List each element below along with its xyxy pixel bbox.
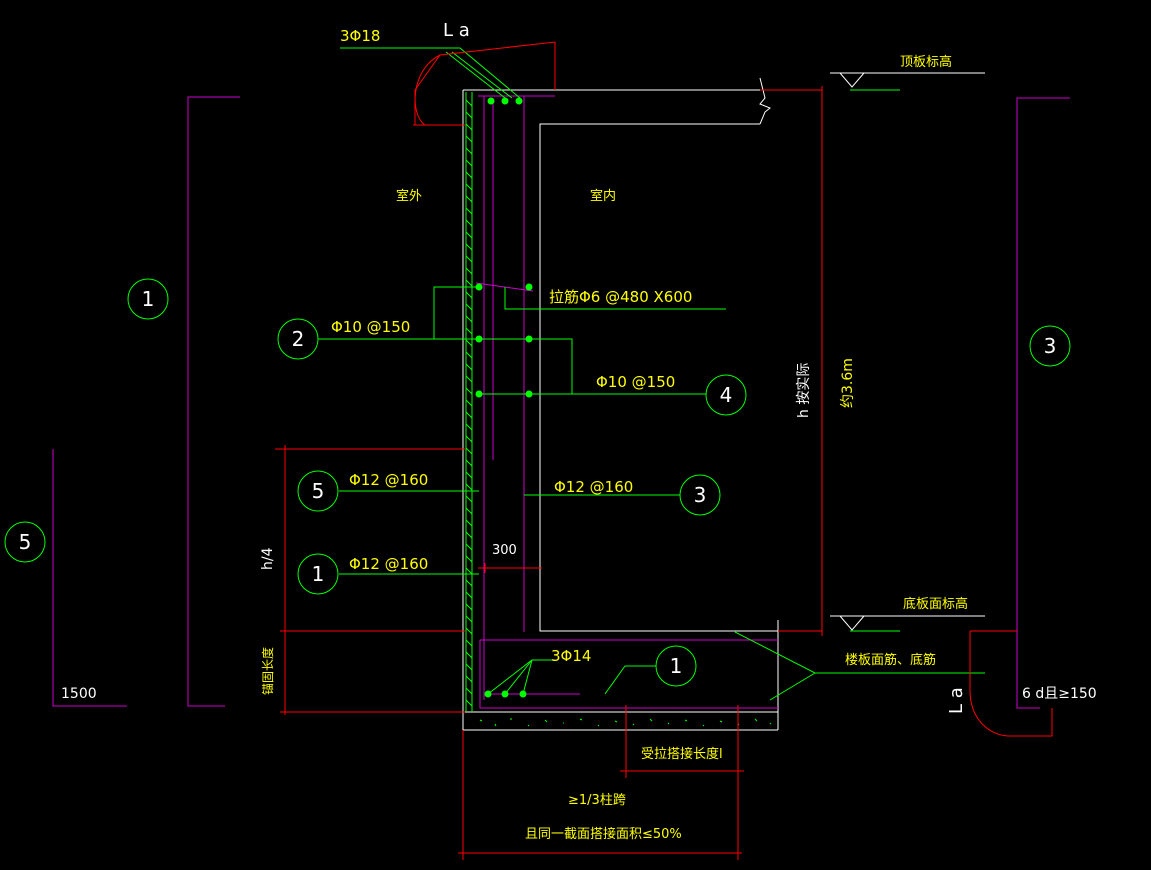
label-lap-length: 受拉搭接长度l bbox=[641, 746, 723, 762]
label-bar4: Φ10 @150 bbox=[596, 373, 675, 391]
label-bar5: Φ12 @160 bbox=[349, 471, 428, 489]
waterproof-layer bbox=[465, 92, 473, 712]
label-outside: 室外 bbox=[396, 188, 422, 204]
callout-5-left: 5 bbox=[19, 530, 32, 554]
label-la-right: L a bbox=[946, 687, 967, 714]
label-slab-bars: 楼板面筋、底筋 bbox=[845, 652, 936, 668]
label-top-slab: 顶板标高 bbox=[900, 54, 952, 70]
label-top-bar: 3Φ18 bbox=[340, 27, 380, 45]
callout-3: 3 bbox=[694, 483, 707, 507]
label-dim300: 300 bbox=[492, 543, 517, 558]
label-bar2: Φ10 @150 bbox=[331, 318, 410, 336]
callout-1-mid: 1 bbox=[312, 562, 325, 586]
callout-1-bottom: 1 bbox=[670, 654, 683, 678]
callout-2: 2 bbox=[292, 327, 305, 351]
label-six-d: 6 d且≥150 bbox=[1022, 686, 1097, 702]
concrete-bed bbox=[479, 718, 772, 727]
callout-5: 5 bbox=[312, 479, 325, 503]
label-la-top: L a bbox=[443, 20, 470, 41]
label-bottom-bar: 3Φ14 bbox=[551, 647, 591, 665]
callout-4: 4 bbox=[720, 383, 733, 407]
label-height: 约3.6m bbox=[840, 358, 856, 408]
callout-1-left: 1 bbox=[142, 287, 155, 311]
label-anchor: 锚固长度 bbox=[260, 647, 275, 695]
wall-rebar bbox=[475, 95, 778, 709]
label-tie-bar: 拉筋Φ6 @480 X600 bbox=[549, 288, 692, 306]
label-bar3: Φ12 @160 bbox=[554, 478, 633, 496]
dimension-lines bbox=[275, 41, 1053, 860]
label-bottom-slab: 底板面标高 bbox=[903, 596, 968, 612]
label-1500: 1500 bbox=[61, 686, 97, 702]
label-inside: 室内 bbox=[590, 188, 616, 204]
label-h-storey: h 按实际 bbox=[796, 363, 812, 418]
callout-circles bbox=[4, 278, 1071, 687]
leader-lines bbox=[318, 47, 985, 701]
label-area: 且同一截面搭接面积≤50% bbox=[525, 826, 682, 842]
label-h4: h/4 bbox=[260, 547, 276, 570]
label-bar1: Φ12 @160 bbox=[349, 555, 428, 573]
callout-3-right: 3 bbox=[1044, 334, 1057, 358]
label-one-third: ≥1/3柱跨 bbox=[568, 793, 626, 808]
bracket-lines bbox=[52, 96, 1070, 709]
level-markers bbox=[830, 72, 985, 631]
